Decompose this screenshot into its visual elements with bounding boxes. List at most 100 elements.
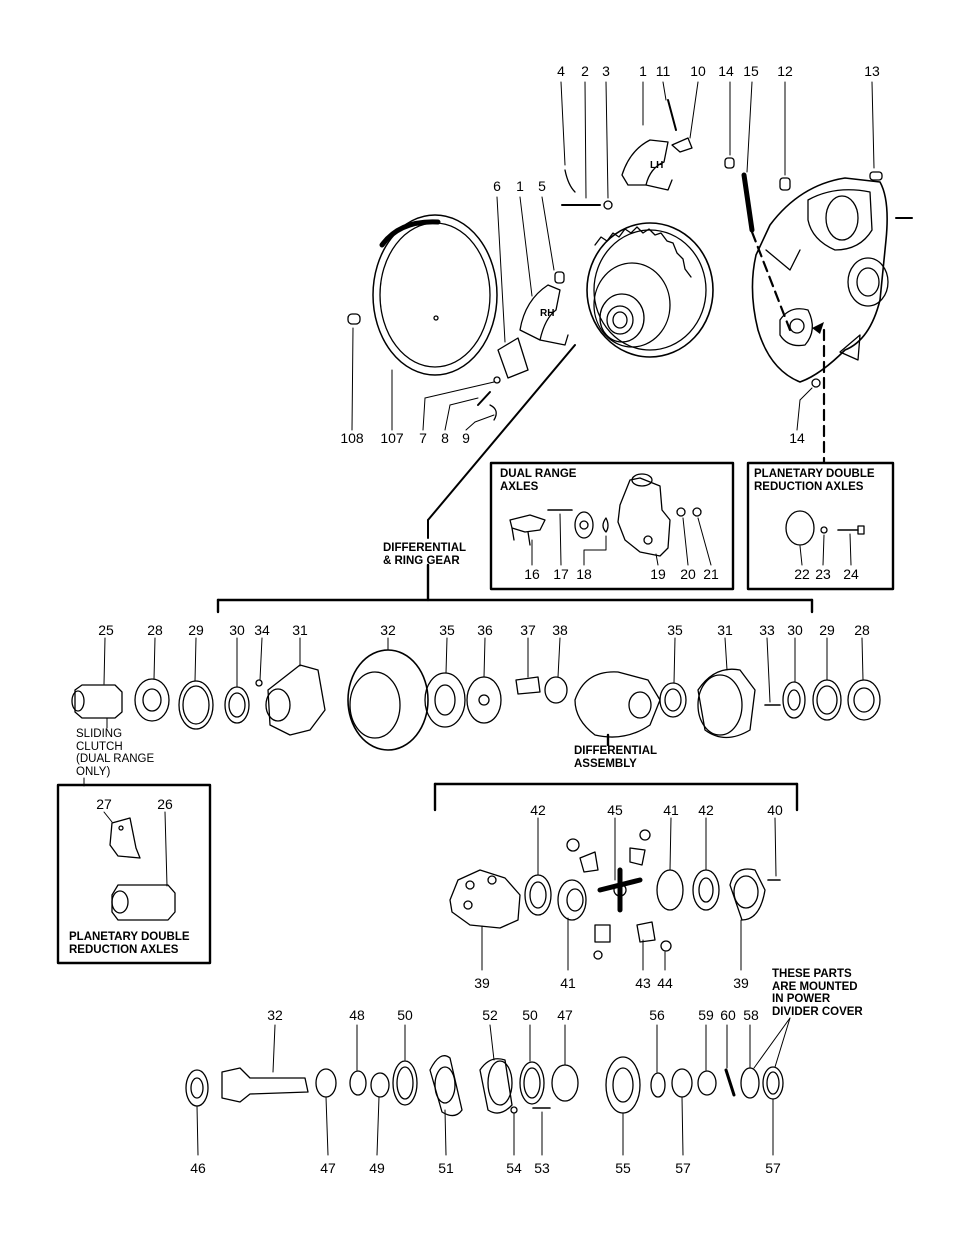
part-callout-51: 51 — [438, 1160, 454, 1176]
bearing-caps-top — [477, 99, 883, 421]
part-callout-31: 31 — [292, 622, 308, 638]
planetary-top-box — [746, 461, 895, 591]
part-callout-17: 17 — [553, 566, 569, 582]
housing-arrow — [812, 322, 824, 334]
part-callout-42: 42 — [698, 802, 714, 818]
part-callout-24: 24 — [843, 566, 859, 582]
part-callout-35: 35 — [439, 622, 455, 638]
part-callout-19: 19 — [650, 566, 666, 582]
part-callout-14: 14 — [789, 430, 805, 446]
ring-gear-bracket — [216, 563, 814, 614]
caption-dual-range-axles: DUAL RANGE AXLES — [500, 468, 577, 493]
caption-planetary-bottom: PLANETARY DOUBLE REDUCTION AXLES — [69, 931, 190, 956]
part-callout-58: 58 — [743, 1007, 759, 1023]
part-callout-48: 48 — [349, 1007, 365, 1023]
planetary-bottom-parts — [103, 811, 176, 921]
dual-range-parts — [509, 473, 712, 566]
part-callout-49: 49 — [369, 1160, 385, 1176]
row2-leaders — [83, 637, 864, 787]
part-callout-50: 50 — [522, 1007, 538, 1023]
diff-assembly-leaders — [481, 817, 777, 971]
part-callout-16: 16 — [524, 566, 540, 582]
part-callout-8: 8 — [441, 430, 449, 446]
part-callout-56: 56 — [649, 1007, 665, 1023]
part-callout-50: 50 — [397, 1007, 413, 1023]
part-callout-32: 32 — [380, 622, 396, 638]
planetary-bottom-box — [56, 783, 212, 965]
bottom-row-parts — [185, 1055, 784, 1117]
part-callout-20: 20 — [680, 566, 696, 582]
part-callout-35: 35 — [667, 622, 683, 638]
part-callout-26: 26 — [157, 796, 173, 812]
rh-mark: RH — [540, 308, 554, 319]
part-callout-28: 28 — [854, 622, 870, 638]
part-callout-33: 33 — [759, 622, 775, 638]
part-callout-29: 29 — [188, 622, 204, 638]
part-callout-11: 11 — [656, 63, 671, 79]
part-callout-1: 1 — [639, 63, 647, 79]
part-callout-15: 15 — [743, 63, 759, 79]
part-callout-39: 39 — [474, 975, 490, 991]
part-callout-30: 30 — [229, 622, 245, 638]
part-callout-6: 6 — [493, 178, 501, 194]
part-callout-47: 47 — [320, 1160, 336, 1176]
part-callout-54: 54 — [506, 1160, 522, 1176]
part-callout-52: 52 — [482, 1007, 498, 1023]
part-callout-1: 1 — [516, 178, 524, 194]
part-callout-5: 5 — [538, 178, 546, 194]
part-callout-2: 2 — [581, 63, 589, 79]
diff-assembly-bracket — [433, 733, 799, 812]
part-callout-40: 40 — [767, 802, 783, 818]
part-callout-7: 7 — [419, 430, 427, 446]
part-callout-36: 36 — [477, 622, 493, 638]
part-callout-27: 27 — [96, 796, 112, 812]
part-callout-55: 55 — [615, 1160, 631, 1176]
dual-range-box — [489, 461, 735, 591]
part-callout-57: 57 — [765, 1160, 781, 1176]
part-callout-22: 22 — [794, 566, 810, 582]
lh-mark: LH — [650, 160, 663, 171]
part-callout-3: 3 — [602, 63, 610, 79]
part-callout-57: 57 — [675, 1160, 691, 1176]
caption-power-divider-note: THESE PARTS ARE MOUNTED IN POWER DIVIDER… — [772, 968, 863, 1018]
part-callout-44: 44 — [657, 975, 673, 991]
diff-assembly-parts — [449, 829, 781, 960]
dashed-leaders — [750, 230, 826, 464]
leaders-top — [351, 81, 875, 431]
part-callout-25: 25 — [98, 622, 114, 638]
part-callout-38: 38 — [552, 622, 568, 638]
part-callout-43: 43 — [635, 975, 651, 991]
part-callout-4: 4 — [557, 63, 565, 79]
ring-gear-top — [586, 222, 714, 358]
part-callout-45: 45 — [607, 802, 623, 818]
part-callout-107: 107 — [380, 430, 404, 446]
part-callout-12: 12 — [777, 63, 793, 79]
part-callout-30: 30 — [787, 622, 803, 638]
part-callout-13: 13 — [864, 63, 880, 79]
part-callout-41: 41 — [560, 975, 576, 991]
part-callout-23: 23 — [815, 566, 831, 582]
part-callout-53: 53 — [534, 1160, 550, 1176]
part-callout-108: 108 — [340, 430, 364, 446]
ring-gear-leader — [427, 344, 576, 521]
part-callout-42: 42 — [530, 802, 546, 818]
planetary-top-parts — [785, 510, 865, 566]
caption-differential-assembly: DIFFERENTIAL ASSEMBLY — [574, 745, 658, 770]
bottom-row-leaders — [196, 1017, 791, 1156]
part-callout-46: 46 — [190, 1160, 206, 1176]
caption-differential-ring-gear: DIFFERENTIAL & RING GEAR — [383, 542, 467, 567]
part-callout-34: 34 — [254, 622, 270, 638]
part-callout-29: 29 — [819, 622, 835, 638]
part-callout-41: 41 — [663, 802, 679, 818]
carrier-housing — [751, 177, 913, 383]
cover-plate — [347, 214, 498, 376]
row2-parts — [71, 649, 881, 751]
caption-sliding-clutch: SLIDING CLUTCH (DUAL RANGE ONLY) — [76, 728, 155, 778]
part-callout-10: 10 — [690, 63, 706, 79]
part-callout-60: 60 — [720, 1007, 736, 1023]
part-callout-9: 9 — [462, 430, 470, 446]
part-callout-21: 21 — [703, 566, 719, 582]
part-callout-59: 59 — [698, 1007, 714, 1023]
